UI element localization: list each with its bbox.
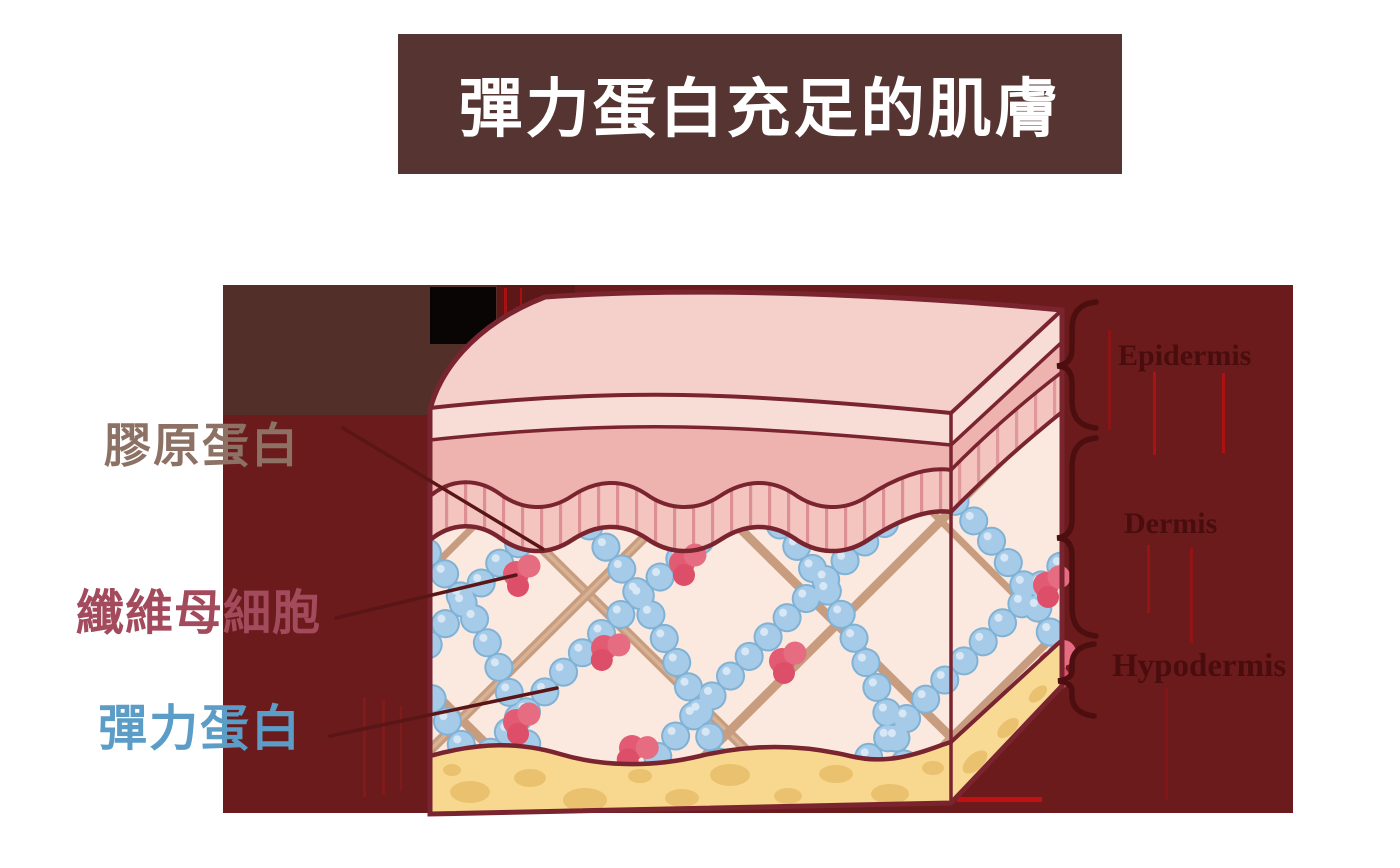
page-title: 彈力蛋白充足的肌膚 xyxy=(458,74,1062,145)
right-face-epidermis xyxy=(951,310,1062,512)
leader-lines xyxy=(328,426,559,738)
leader-line-collagen xyxy=(341,426,545,551)
brace-dermis xyxy=(1056,435,1099,639)
skin-outlines xyxy=(427,289,1065,817)
layer-braces xyxy=(1056,299,1099,719)
leader-line-elastin xyxy=(328,686,559,738)
label-hypodermis: Hypodermis xyxy=(1112,648,1287,684)
brace-epidermis xyxy=(1056,299,1099,431)
dermis-layer xyxy=(430,410,1062,765)
label-elastin: 彈力蛋白 xyxy=(98,701,303,756)
leader-line-fibroblast xyxy=(334,573,518,620)
label-fibroblast: 纖維母細胞 xyxy=(76,587,322,640)
front-face-epidermis xyxy=(430,394,951,552)
label-collagen: 膠原蛋白 xyxy=(104,421,300,473)
hypodermis-layer xyxy=(430,640,1062,814)
label-dermis: Dermis xyxy=(1124,507,1218,540)
label-epidermis: Epidermis xyxy=(1118,339,1252,372)
top-face xyxy=(430,292,1062,413)
fat-blobs xyxy=(443,685,1048,812)
title-banner: 彈力蛋白充足的肌膚 xyxy=(398,34,1122,174)
brace-hypodermis xyxy=(1057,641,1097,719)
